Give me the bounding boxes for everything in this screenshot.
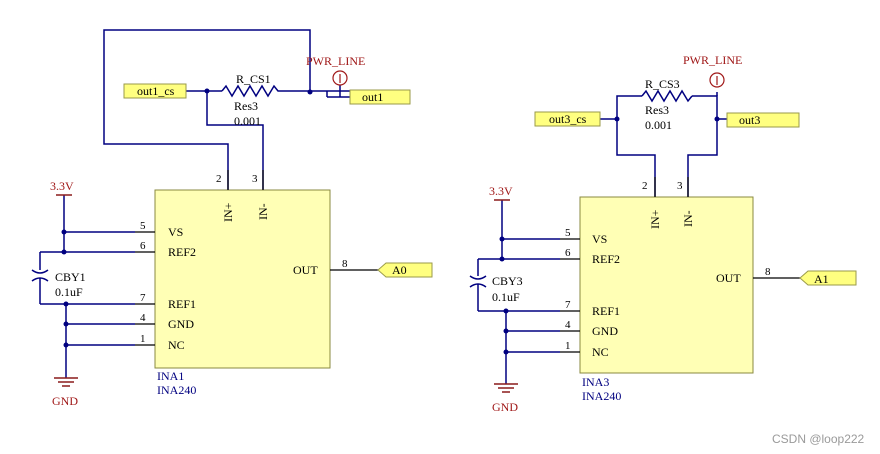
right-net-label-cs: out3_cs	[549, 112, 587, 126]
left-pin-num-out: 8	[342, 258, 348, 270]
left-pin-label-vs: VS	[168, 225, 183, 239]
left-ic-part: INA240	[157, 383, 196, 397]
left-resistor-value: 0.001	[234, 114, 261, 128]
right-pin-label-vs: VS	[592, 232, 607, 246]
left-power-port-label: PWR_LINE	[306, 54, 365, 68]
right-pin-num-out: 8	[765, 266, 771, 278]
left-junction-gnd	[63, 321, 69, 327]
right-net-label-out: out3	[739, 113, 760, 127]
right-junction-ref2	[499, 256, 505, 262]
right-pin-label-ref1: REF1	[592, 304, 620, 318]
right-pin-label-in-minus: IN-	[681, 210, 695, 227]
left-pin-num-vs: 5	[140, 220, 146, 232]
left-resistor-symbol	[221, 84, 282, 98]
left-pin-label-in-plus: IN+	[221, 202, 235, 222]
left-junction-nc	[63, 342, 69, 348]
right-resistor-name: R_CS3	[645, 77, 680, 91]
left-pin-label-out: OUT	[293, 263, 318, 277]
right-pin-num-in-minus: 3	[677, 180, 683, 192]
right-res-right-wire	[692, 95, 718, 119]
right-pin-num-nc: 1	[565, 340, 571, 352]
left-ic-body	[154, 189, 331, 369]
right-in-plus-wire	[616, 119, 656, 197]
right-pin-label-out: OUT	[716, 271, 741, 285]
left-pin-label-in-minus: IN-	[256, 203, 270, 220]
left-top-loop-wire	[103, 29, 311, 190]
right-pin-num-in-plus: 2	[642, 180, 648, 192]
left-net-label-cs-box	[123, 83, 187, 99]
left-net-label-out: out1	[362, 90, 383, 104]
left-pin-label-ref1: REF1	[168, 297, 196, 311]
right-resistor-value: 0.001	[645, 118, 672, 132]
right-junction-res-right	[714, 116, 720, 122]
right-ground-label: GND	[492, 400, 518, 414]
right-pin-num-ref1: 7	[565, 299, 571, 311]
left-pin-num-in-minus: 3	[252, 173, 258, 185]
left-pin-num-nc: 1	[140, 333, 146, 345]
right-ic-designator: INA3	[582, 375, 609, 389]
right-resistor-symbol	[641, 89, 693, 103]
left-junction-ref1	[63, 301, 69, 307]
right-supply-label: 3.3V	[489, 184, 513, 198]
right-cap-value: 0.1uF	[492, 290, 520, 304]
right-output-port-shape	[799, 270, 857, 286]
left-cap-value: 0.1uF	[55, 285, 83, 299]
left-resistor-name: R_CS1	[236, 72, 271, 86]
right-pin-num-vs: 5	[565, 227, 571, 239]
left-pin-label-ref2: REF2	[168, 245, 196, 259]
left-junction-res-right	[307, 89, 313, 95]
left-ground-label: GND	[52, 394, 78, 408]
right-pin-label-in-plus: IN+	[648, 209, 662, 229]
right-in-minus-wire	[687, 119, 718, 197]
left-cap-name: CBY1	[55, 270, 86, 284]
left-circuit: R_CS1 Res3 0.001 PWR_LINE out1_cs out1 I…	[31, 29, 433, 408]
right-net-label-cs-box	[534, 111, 601, 127]
right-junction-gnd	[503, 328, 509, 334]
left-ic-designator: INA1	[157, 369, 184, 383]
left-pin-num-ref1: 7	[140, 292, 146, 304]
left-pin-label-nc: NC	[168, 338, 185, 352]
right-output-port-label: A1	[814, 272, 829, 286]
left-output-port-shape	[377, 262, 433, 278]
right-junction-nc	[503, 349, 509, 355]
right-junction-ref1	[503, 308, 509, 314]
left-junction-res-left	[204, 88, 210, 94]
right-pin-num-gnd: 4	[565, 319, 571, 331]
right-pin-label-ref2: REF2	[592, 252, 620, 266]
left-pin-label-gnd: GND	[168, 317, 194, 331]
left-pin-num-in-plus: 2	[216, 173, 222, 185]
right-cap-plate-top	[469, 275, 487, 280]
right-power-port-label: PWR_LINE	[683, 53, 742, 67]
right-ic-body	[579, 196, 754, 374]
left-pin-num-ref2: 6	[140, 240, 146, 252]
right-net-label-out-box	[726, 112, 800, 128]
right-resistor-part: Res3	[645, 103, 669, 117]
right-cap-name: CBY3	[492, 274, 523, 288]
right-ic-part: INA240	[582, 389, 621, 403]
left-junction-ref2	[61, 249, 67, 255]
right-junction-res-left	[614, 116, 620, 122]
left-junction-vs	[61, 229, 67, 235]
left-net-label-out-box	[349, 89, 411, 105]
right-pin-label-gnd: GND	[592, 324, 618, 338]
watermark: CSDN @loop222	[772, 432, 865, 446]
left-output-port-label: A0	[392, 263, 407, 277]
left-resistor-part: Res3	[234, 99, 258, 113]
left-supply-label: 3.3V	[50, 179, 74, 193]
left-cap-plate-top	[31, 269, 49, 274]
right-junction-vs	[499, 236, 505, 242]
right-circuit: R_CS3 Res3 0.001 PWR_LINE out3_cs out3 I…	[469, 53, 857, 414]
left-net-label-cs: out1_cs	[137, 84, 175, 98]
right-pin-num-ref2: 6	[565, 247, 571, 259]
left-pin-num-gnd: 4	[140, 312, 146, 324]
right-res-left-wire	[616, 95, 642, 119]
left-in-minus-wire	[206, 91, 264, 190]
right-pin-label-nc: NC	[592, 345, 609, 359]
